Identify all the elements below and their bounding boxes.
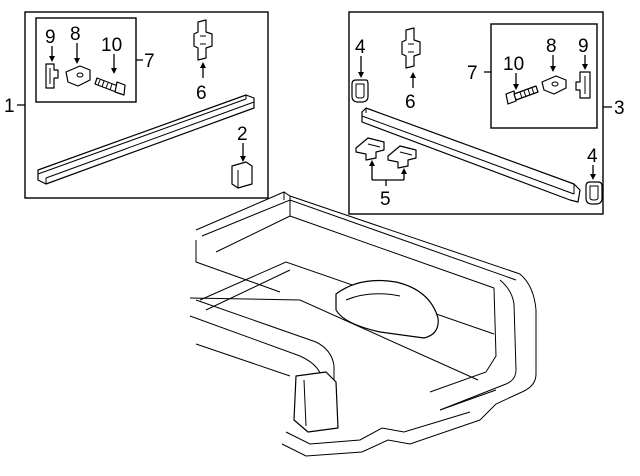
callout-7-right: 7	[467, 63, 478, 84]
right-panel: 3 7 10 8 9 4	[348, 11, 625, 215]
left-panel: 1 7 9 8 10 6	[4, 11, 269, 199]
right-panel-frame	[348, 11, 604, 215]
right-end-cap-bottom-part	[585, 181, 603, 205]
callout-6-left: 6	[196, 83, 207, 104]
callout-5: 5	[380, 189, 391, 210]
right-retainer-part	[575, 71, 591, 99]
left-clip-part	[193, 19, 213, 61]
callout-3: 3	[614, 98, 625, 119]
callout-9-right: 9	[578, 36, 589, 57]
right-spacer-part	[541, 75, 567, 95]
support-bracket-b-part	[387, 145, 417, 169]
callout-7-left: 7	[144, 51, 155, 72]
right-hardware-kit-frame	[490, 23, 598, 129]
left-retainer-part	[45, 63, 59, 89]
right-rail-part	[361, 107, 581, 203]
left-end-cap-part	[231, 161, 253, 189]
right-clip-part	[401, 27, 421, 69]
callout-4-top: 4	[355, 37, 366, 58]
support-bracket-a-part	[355, 137, 385, 161]
callout-8-right: 8	[546, 36, 557, 57]
left-rail-part	[37, 94, 255, 185]
truck-bed-illustration	[189, 191, 537, 457]
callout-8-left: 8	[70, 24, 81, 45]
callout-9-left: 9	[45, 27, 56, 48]
left-spacer-part	[65, 65, 91, 87]
callout-4-bottom: 4	[587, 146, 598, 167]
callout-1: 1	[4, 96, 15, 117]
right-bolt-part	[505, 85, 539, 105]
callout-6-right: 6	[405, 92, 416, 113]
callout-10-right: 10	[503, 54, 524, 75]
left-bolt-part	[94, 77, 126, 96]
callout-2: 2	[237, 124, 248, 145]
callout-10-left: 10	[101, 35, 122, 56]
right-end-cap-top-part	[351, 79, 369, 103]
